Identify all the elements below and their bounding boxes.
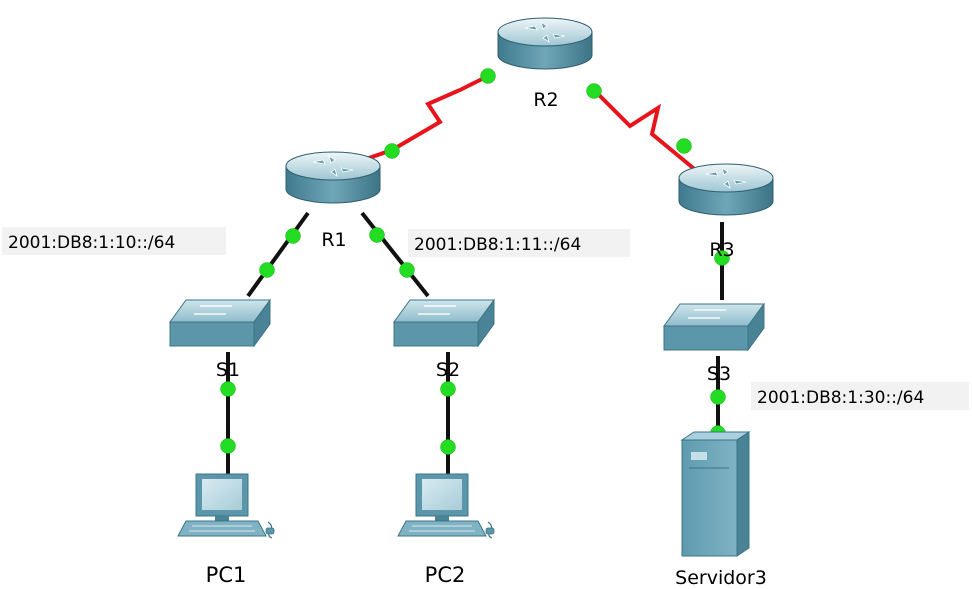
- device-label-s3: S3: [707, 363, 731, 385]
- link-light: [440, 439, 456, 455]
- network-label-lan3: 2001:DB8:1:30::/64: [757, 388, 924, 408]
- pc-pc1[interactable]: [177, 473, 275, 539]
- device-label-pc1: PC1: [206, 563, 247, 587]
- router-r2[interactable]: [497, 17, 593, 70]
- link-r1-s2: [360, 211, 430, 298]
- device-label-servidor3: Servidor3: [675, 567, 767, 589]
- link-light: [220, 438, 236, 454]
- link-r1-s1: [246, 211, 310, 298]
- router-r1[interactable]: [285, 151, 381, 204]
- link-light: [399, 262, 415, 278]
- link-light: [586, 83, 602, 99]
- network-label-bg: [408, 229, 630, 257]
- link-light: [285, 228, 301, 244]
- pc-pc2[interactable]: [397, 473, 495, 539]
- link-light: [714, 250, 730, 266]
- link-r2-r3: [590, 86, 700, 174]
- link-light: [384, 143, 400, 159]
- switch-s3[interactable]: [663, 303, 765, 351]
- network-label-lan1: 2001:DB8:1:10::/64: [8, 233, 175, 253]
- device-label-s1: S1: [216, 359, 240, 381]
- device-label-r3: R3: [709, 239, 734, 261]
- link-light: [220, 381, 236, 397]
- device-label-s2: S2: [436, 359, 460, 381]
- link-light: [440, 381, 456, 397]
- link-light: [480, 68, 496, 84]
- link-light: [369, 227, 385, 243]
- network-label-lan2: 2001:DB8:1:11::/64: [414, 235, 581, 255]
- router-r3[interactable]: [678, 163, 774, 216]
- switch-s1[interactable]: [169, 299, 271, 347]
- network-label-bg: [2, 227, 226, 255]
- switch-s2[interactable]: [393, 299, 495, 347]
- device-label-r1: R1: [321, 229, 346, 251]
- link-light: [710, 389, 726, 405]
- link-r1-r2: [362, 73, 491, 162]
- server-servidor3[interactable]: [681, 431, 750, 557]
- device-label-pc2: PC2: [425, 563, 466, 587]
- device-label-r2: R2: [533, 89, 558, 111]
- network-label-bg: [751, 382, 969, 410]
- link-light: [676, 138, 692, 154]
- link-light: [259, 262, 275, 278]
